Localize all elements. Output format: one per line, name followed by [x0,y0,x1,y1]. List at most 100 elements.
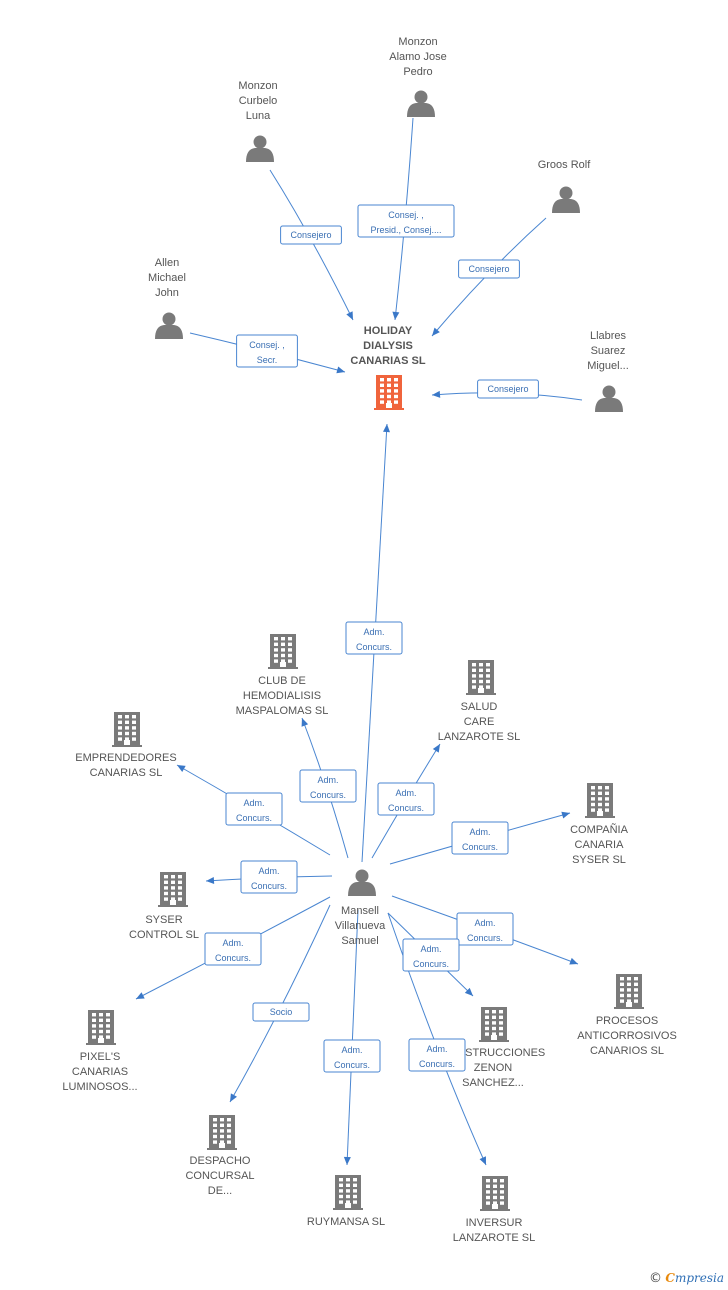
node-label-line: LUMINOSOS... [62,1081,137,1093]
company-node-inversur[interactable]: INVERSUR LANZAROTE SL [453,1176,536,1244]
arrow-icon [432,744,440,753]
relation-label[interactable]: Consejero [280,225,342,245]
building-icon [374,375,404,410]
relation-label[interactable]: Consej. ,Secr. [236,334,298,368]
person-icon [595,385,623,412]
relation-label[interactable]: Adm.Concurs. [240,860,298,894]
node-label-line: CANARIAS SL [90,767,163,779]
node-label-line: INVERSUR [466,1217,523,1229]
relation-label-text: Adm.Concurs. [215,938,251,963]
relation-label-line: Adm. [341,1045,362,1055]
relation-label[interactable]: Adm.Concurs. [204,932,262,966]
relation-label-line: Consejero [468,264,509,274]
relation-label[interactable]: Consejero [477,379,539,399]
node-label-line: Monzon [238,80,277,92]
node-label-line: SANCHEZ... [462,1077,524,1089]
relation-label-line: Concurs. [467,933,503,943]
node-label: INVERSUR LANZAROTE SL [453,1217,536,1244]
relation-label-line: Concurs. [215,953,251,963]
relation-label-line: Socio [270,1007,293,1017]
node-label-line: Samuel [341,935,378,947]
relation-label-text: Adm.Concurs. [467,918,503,943]
relation-label[interactable]: Adm.Concurs. [299,769,357,803]
arrow-icon [432,390,441,398]
node-label-line: DIALYSIS [363,340,413,352]
relation-label-line: Concurs. [388,803,424,813]
relation-label[interactable]: Adm. Concurs. [408,1038,466,1072]
relation-label[interactable]: Adm.Concurs. [456,912,514,946]
relation-label[interactable]: Adm.Concurs. [402,938,460,972]
building-icon [480,1176,510,1211]
node-label-line: DE... [208,1185,232,1197]
relation-label-line: Concurs. [236,813,272,823]
relation-label[interactable]: Socio [252,1002,310,1022]
arrow-icon [346,311,353,320]
node-label-line: Luna [246,110,271,122]
building-icon [614,974,644,1009]
building-icon [466,660,496,695]
relation-label-box [252,1002,310,1022]
footer-brand[interactable]: © Cmpresia [649,1271,724,1286]
relation-label-text: Adm.Concurs. [251,866,287,891]
arrow-icon [432,327,440,336]
relation-label-box [377,782,435,816]
relation-label-box [402,938,460,972]
relation-label-line: Adm. [258,866,279,876]
building-icon [479,1007,509,1042]
copyright-symbol: © [649,1271,663,1286]
relation-label-box [204,932,262,966]
relation-label-line: Adm. [426,1044,447,1054]
relation-label[interactable]: Consej. ,Presid., Consej.... [357,204,455,238]
relation-label-text: Consej. ,Presid., Consej.... [370,210,441,235]
person-node-groos[interactable]: Groos Rolf [538,159,592,213]
relation-label[interactable]: Adm.Concurs. [323,1039,381,1073]
relation-label[interactable]: Adm.Concurs. [345,621,403,655]
node-label-line: Curbelo [239,95,278,107]
relation-label-text: Adm.Concurs. [413,944,449,969]
relation-label-box [451,821,509,855]
relation-label[interactable]: Adm.Concurs. [451,821,509,855]
node-label-line: LANZAROTE SL [453,1232,536,1244]
building-icon [268,634,298,669]
company-node-ruymansa[interactable]: RUYMANSA SL [307,1175,385,1228]
relation-label-line: Presid., Consej.... [370,225,441,235]
building-icon [158,872,188,907]
relation-label-text: Adm.Concurs. [310,775,346,800]
node-label-line: Groos Rolf [538,159,592,171]
node-label-line: CONSTRUCCIONES [441,1047,546,1059]
relation-label[interactable]: Adm. Concurs. [377,782,435,816]
relation-label-text: Adm.Concurs. [236,798,272,823]
relation-label-line: Secr. [257,355,278,365]
relation-label[interactable]: Consejero [458,259,520,279]
node-label-line: Suarez [591,345,626,357]
node-label-line: Llabres [590,330,627,342]
relation-label-line: Concurs. [419,1059,455,1069]
person-icon [407,90,435,117]
node-label-line: Monzon [398,36,437,48]
edge-line [346,909,359,1166]
relation-label-line: Adm. [395,788,416,798]
building-icon [86,1010,116,1045]
relation-label[interactable]: Adm.Concurs. [225,792,283,826]
node-label-line: CANARIAS SL [350,355,425,367]
person-icon [348,869,376,896]
